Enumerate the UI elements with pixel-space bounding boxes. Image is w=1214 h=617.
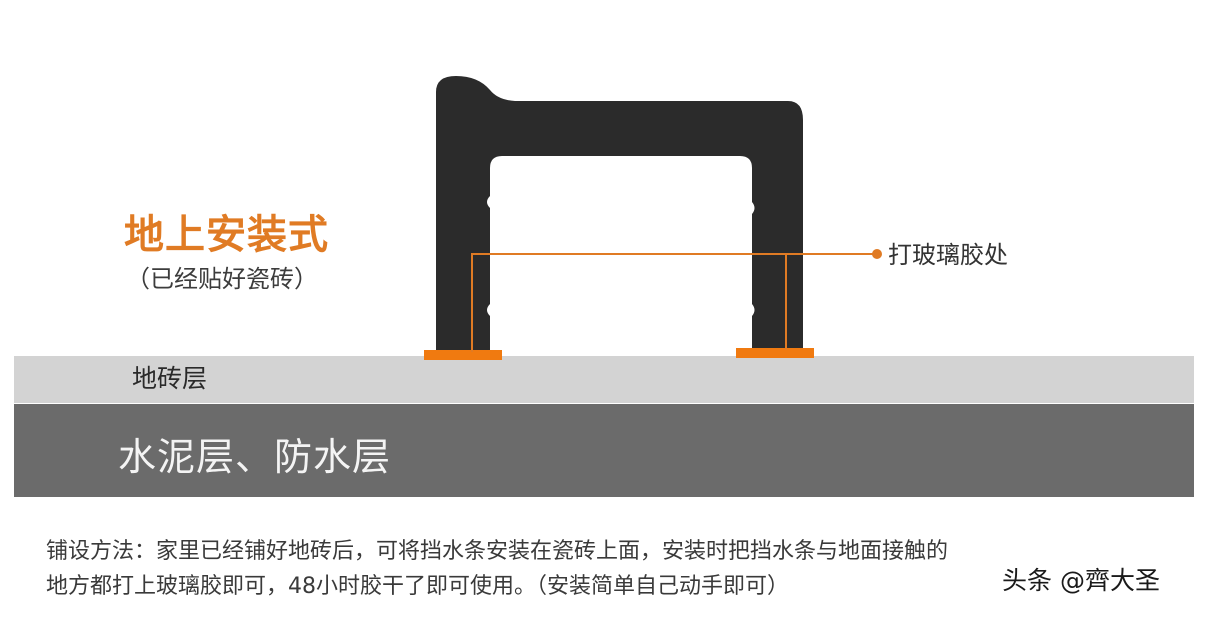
cement-waterproof-layer — [14, 404, 1194, 497]
callout-dot — [872, 249, 882, 259]
glue-point-label: 打玻璃胶处 — [888, 241, 1008, 269]
glue-pad-left — [424, 350, 502, 360]
glue-pad-right — [736, 348, 814, 358]
diagram-title: 地上安装式 — [124, 212, 329, 258]
cement-layer-label: 水泥层、防水层 — [118, 435, 392, 479]
tile-layer — [14, 356, 1194, 403]
watermark: 头条 @齊大圣 — [1002, 566, 1160, 595]
description-line-1: 铺设方法：家里已经铺好地砖后，可将挡水条安装在瓷砖上面，安装时把挡水条与地面接触… — [46, 539, 949, 564]
callout-lines — [471, 253, 876, 352]
tile-layer-label: 地砖层 — [132, 364, 208, 393]
diagram-subtitle: （已经贴好瓷砖） — [126, 265, 318, 293]
installation-description: 铺设方法：家里已经铺好地砖后，可将挡水条安装在瓷砖上面，安装时把挡水条与地面接触… — [46, 534, 1186, 604]
water-stop-strip-body — [436, 76, 803, 350]
description-line-2: 地方都打上玻璃胶即可，48小时胶干了即可使用。（安装简单自己动手即可） — [46, 574, 789, 599]
